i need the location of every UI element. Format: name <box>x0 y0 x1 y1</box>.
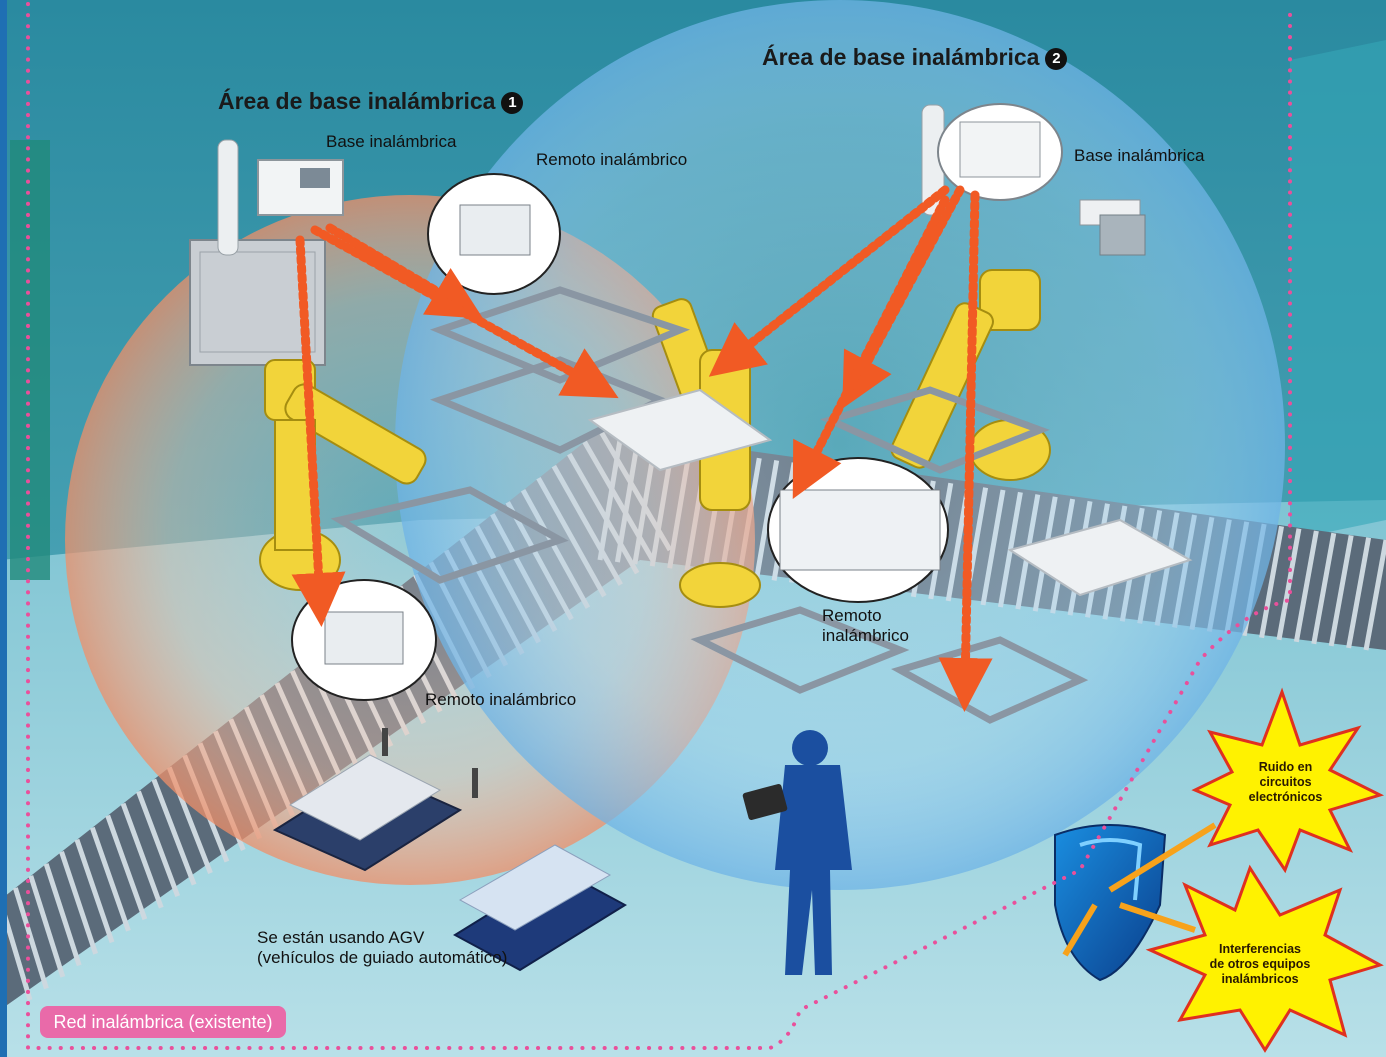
label-remote-bottom: Remoto inalámbrico <box>425 690 577 709</box>
conveyor-slat <box>1346 537 1372 649</box>
interference-burst-icon <box>1145 864 1384 1053</box>
label-base-2: Base inalámbrica <box>1074 146 1205 165</box>
conveyor-slat <box>89 826 131 932</box>
conveyor-slat <box>1311 532 1337 645</box>
label-base-1: Base inalámbrica <box>326 132 457 151</box>
area2-coverage-sphere <box>395 0 1285 890</box>
label-remote-top: Remoto inalámbrico <box>536 150 688 169</box>
label-remote-mid-line2: inalámbrico <box>822 626 909 645</box>
conveyor-slat <box>1259 525 1285 639</box>
conveyor-slat <box>105 814 148 921</box>
label-agv-line2: (vehículos de guiado automático) <box>257 948 508 967</box>
agv-vehicle-2 <box>453 768 627 972</box>
white-pallets <box>587 388 1193 597</box>
left-partition <box>10 140 50 580</box>
conveyor-slat <box>1363 539 1386 651</box>
operator-with-tablet <box>742 730 852 975</box>
left-border-bar <box>0 0 7 1057</box>
noise-burst-icon <box>1191 687 1385 874</box>
conveyor-slat <box>136 790 181 898</box>
conveyor-slat <box>12 887 49 990</box>
agv-vehicle-1 <box>272 728 463 872</box>
signal-paths <box>291 185 993 712</box>
area2-number-badge: 2 <box>1045 47 1068 70</box>
label-agv-line1: Se están usando AGV <box>257 928 425 947</box>
conveyor-slat <box>1328 535 1354 647</box>
area1-number-badge: 1 <box>501 91 524 114</box>
wireless-base-2-device <box>921 103 1063 216</box>
conveyor-slat <box>1293 530 1319 643</box>
robot-arm-left <box>259 359 427 591</box>
conveyor-slat <box>120 802 164 909</box>
noise-burst-text: Ruido en circuitos electrónicos <box>1248 760 1323 804</box>
legend-existing-network: Red inalámbrica (existente) <box>40 1006 286 1038</box>
right-partition <box>1290 40 1386 540</box>
label-remote-mid-line1: Remoto <box>822 606 882 625</box>
conveyor-slat <box>43 863 82 967</box>
wireless-base-1-device <box>217 139 344 256</box>
conveyor-slat <box>59 851 99 955</box>
conveyor-slat <box>1276 528 1302 641</box>
shield-reflect-arrows <box>1062 822 1217 957</box>
conveyor-slat <box>151 778 197 886</box>
small-remote-right <box>1079 199 1146 256</box>
conveyor-slat <box>74 838 115 944</box>
conveyor-slat <box>28 875 66 978</box>
interference-burst-text: Interferencias de otros equipos inalámbr… <box>1209 942 1311 986</box>
